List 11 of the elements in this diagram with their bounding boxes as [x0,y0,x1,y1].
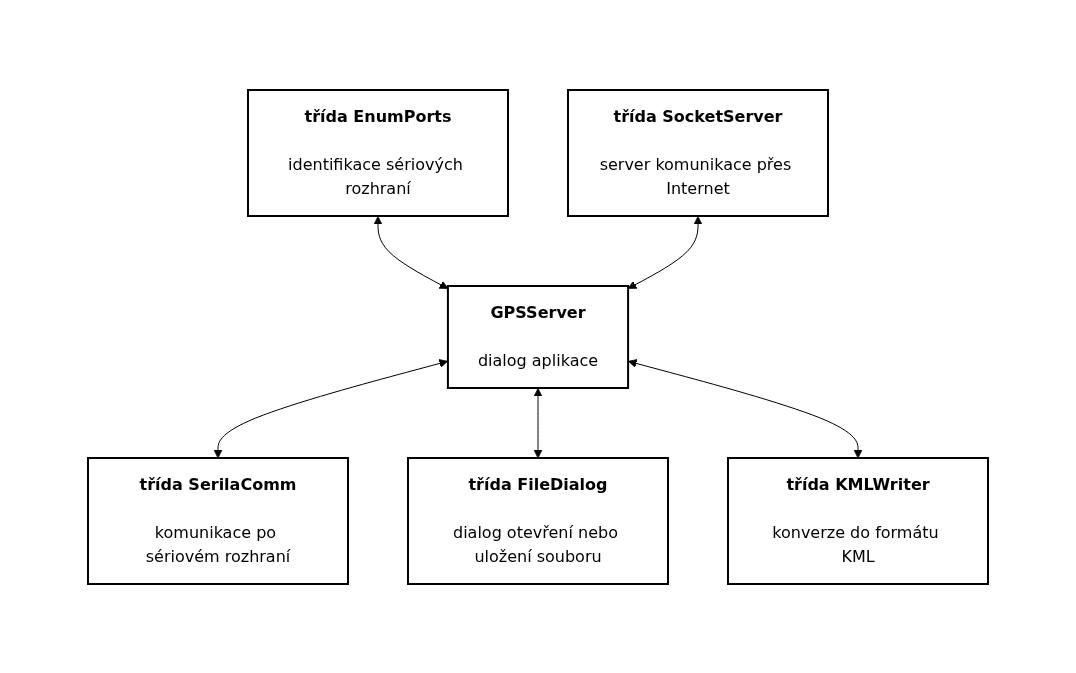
node-box: třída EnumPorts identifikace sériových rozhraní [247,88,509,217]
node-box: třída SocketServer server komunikace přes Internet [567,88,829,217]
arrow [627,215,703,289]
arrow [373,215,449,289]
arrow [628,358,863,458]
node-box: třída KMLWriter konverze do formátu KML [727,456,989,585]
arrow [213,358,448,458]
node-box: GPSServer dialog aplikace [446,284,630,389]
node-box: třída SerilaComm komunikace po sériovém rozhraní [87,456,349,585]
node-box: třída FileDialog dialog otevření nebo uložení souboru [407,456,669,585]
arrow [533,387,543,458]
